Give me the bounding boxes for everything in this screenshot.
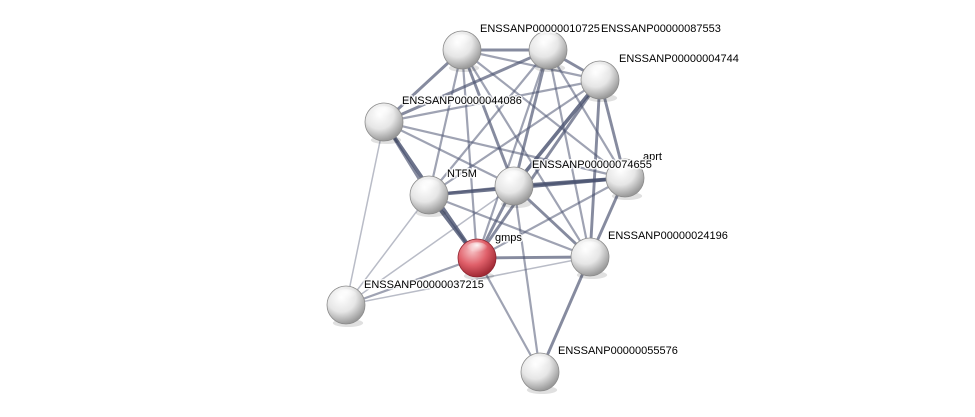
node-label-halo: NT5M xyxy=(447,168,477,180)
edge-n_4744-n_24196 xyxy=(588,78,602,259)
node-highlight-gloss xyxy=(502,170,526,185)
edge-n_4744-n_74655 xyxy=(512,78,602,188)
edge-n_74655-n_55576 xyxy=(512,184,542,374)
node-n_74655[interactable] xyxy=(494,166,534,208)
node-highlight-gloss xyxy=(450,34,474,49)
edge-n_44086-n_37215 xyxy=(345,121,385,306)
node-label-n_top1: ENSSANP00000010725 xyxy=(480,23,600,35)
node-n_nt5m[interactable] xyxy=(409,175,449,217)
node-label-halo: ENSSANP00000004744 xyxy=(619,53,739,65)
edge-n_74655-n_37215 xyxy=(345,185,515,306)
edge-n_nt5m-n_24196 xyxy=(427,193,592,259)
edge-n_nt5m-n_37215 xyxy=(345,194,430,306)
edge-n_top1-n_aprt xyxy=(460,48,627,180)
edge-n_4744-n_44086 xyxy=(382,78,602,124)
node-highlight-gloss xyxy=(578,241,602,256)
node-n_top1[interactable] xyxy=(442,30,482,72)
node-highlight-gloss xyxy=(465,242,489,257)
node-n_37215[interactable] xyxy=(326,285,366,327)
edge-n_top2-n_24196 xyxy=(546,48,592,259)
node-n_55576[interactable] xyxy=(520,352,560,394)
node-label-n_nt5m: NT5M xyxy=(447,168,477,180)
edge-n_top2-n_gmps xyxy=(475,48,550,260)
edge-n_aprt-n_gmps xyxy=(475,176,627,260)
node-label-halo: ENSSANP00000044086 xyxy=(402,95,522,107)
node-highlight-gloss xyxy=(536,34,560,49)
edge-n_44086-n_aprt xyxy=(382,120,627,180)
edge-n_gmps-n_55576 xyxy=(475,256,542,374)
edge-n_top2-n_74655 xyxy=(512,48,550,188)
node-label-halo: ENSSANP00000055576 xyxy=(558,345,678,357)
edge-n_4744-n_nt5m xyxy=(427,78,602,197)
edge-n_top1-n_74655 xyxy=(460,48,516,188)
node-highlight-gloss xyxy=(334,289,358,304)
node-highlight-gloss xyxy=(588,64,612,79)
node-label-n_37215: ENSSANP00000037215 xyxy=(364,279,484,291)
edge-n_top1-n_24196 xyxy=(460,48,592,259)
edge-n_24196-n_37215 xyxy=(345,256,591,306)
node-label-halo: ENSSANP00000087553 xyxy=(601,23,721,35)
node-label-n_55576: ENSSANP00000055576 xyxy=(558,345,678,357)
node-highlight-gloss xyxy=(417,179,441,194)
edge-n_top2-n_nt5m xyxy=(427,48,550,197)
edge-n_gmps-n_37215 xyxy=(344,256,479,307)
node-label-n_top2: ENSSANP00000087553 xyxy=(601,23,721,35)
node-highlight-gloss xyxy=(613,162,637,177)
node-label-n_aprt: aprt xyxy=(643,151,662,163)
edge-n_top2-n_aprt xyxy=(546,48,627,180)
node-n_gmps[interactable] xyxy=(457,238,497,280)
edge-n_4744-n_gmps xyxy=(475,78,602,260)
node-label-halo: ENSSANP00000024196 xyxy=(608,230,728,242)
node-n_44086[interactable] xyxy=(364,102,404,144)
node-n_24196[interactable] xyxy=(570,237,610,279)
node-label-halo: ENSSANP00000010725 xyxy=(480,23,600,35)
node-highlight-gloss xyxy=(372,106,396,121)
node-highlight-gloss xyxy=(528,356,552,371)
edge-n_24196-n_55576 xyxy=(538,255,592,374)
node-label-halo: aprt xyxy=(643,151,662,163)
node-label-n_24196: ENSSANP00000024196 xyxy=(608,230,728,242)
edge-n_top1-n_nt5m xyxy=(427,48,464,197)
edge-n_44086-n_74655 xyxy=(382,120,516,188)
node-n_top2[interactable] xyxy=(528,30,568,72)
node-label-halo: ENSSANP00000037215 xyxy=(364,279,484,291)
node-label-halo: gmps xyxy=(495,232,522,244)
node-label-n_4744: ENSSANP00000004744 xyxy=(619,53,739,65)
edge-n_top1-n_gmps xyxy=(460,48,479,260)
node-layer xyxy=(326,30,645,394)
edge-n_top2-n_44086 xyxy=(382,48,550,124)
node-label-n_44086: ENSSANP00000044086 xyxy=(402,95,522,107)
edge-n_top1-n_4744 xyxy=(460,48,602,82)
node-n_aprt[interactable] xyxy=(605,158,645,200)
node-n_4744[interactable] xyxy=(580,60,620,102)
node-label-n_gmps: gmps xyxy=(495,232,522,244)
node-label-halo: ENSSANP00000074655 xyxy=(532,159,652,171)
node-label-n_74655: ENSSANP00000074655 xyxy=(532,159,652,171)
